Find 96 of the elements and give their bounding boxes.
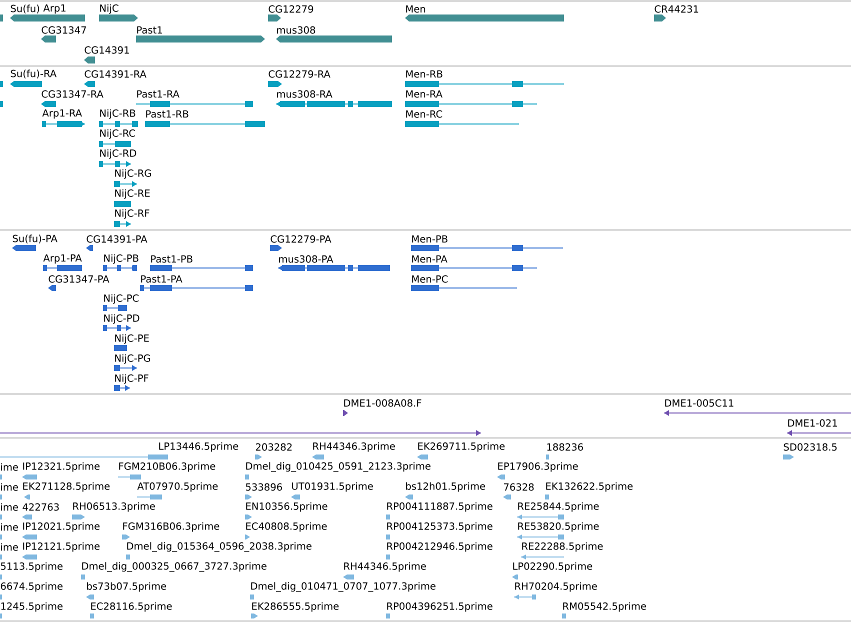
feature-label: bs73b07.5prime [87,582,166,592]
feature-label: mus308 [277,26,316,34]
feature-label: ime [1,543,18,551]
feature-label: EP17906.3prime [498,462,578,472]
feature-label: NijC-RG [115,169,151,179]
feature-label: Past1 [137,26,162,34]
feature-label: IP12321.5prime [23,462,100,472]
feature-label: SD02318.5 [784,443,837,451]
feature-label: ime [1,523,18,531]
feature-label: EC40808.5prime [246,522,327,532]
feature-label: IP12121.5prime [23,542,100,552]
feature-label: FGM210B06.3prime [119,462,216,472]
feature-label: Arp1-RA [42,109,82,119]
feature-label: 6674.5prime [0,582,62,592]
feature-label: NijC-RE [115,189,150,199]
feature-label: mus308-PA [279,255,334,263]
feature-label: LP13446.5prime [159,442,238,452]
feature-label: Men-PA [412,255,448,263]
feature-label: EC28116.5prime [91,602,172,612]
feature-label: DME1-008A08.F [344,399,422,407]
feature-label: Past1-RA [137,90,180,98]
feature-label: Arp1-PA [43,254,82,264]
feature-label: 5113.5prime [0,562,62,572]
feature-label: EK132622.5prime [546,482,633,492]
feature-label: DME1-021 [788,419,837,427]
feature-label: RH44346.5prime [344,562,426,572]
feature-label: NijC [100,4,118,14]
feature-label: NijC-PB [104,254,138,264]
feature-label: Arp1 [43,4,66,14]
feature-label: RH44346.3prime [313,442,395,452]
feature-label: 188236 [547,443,583,451]
feature-label: RP004396251.5prime [387,602,492,612]
feature-label: RH06513.3prime [73,502,155,512]
feature-label: NijC-PG [115,354,150,364]
feature-label: Men-PB [412,235,448,243]
feature-label: Dmel_dig_000325_0667_3727.3prime [82,562,266,572]
feature-label: Past1-RB [146,110,188,118]
feature-label: mus308-RA [277,90,332,98]
feature-label: Dmel_dig_010471_0707_1077.3prime [251,582,436,592]
feature-label: NijC-PE [115,334,149,344]
feature-label: ime [1,463,18,471]
feature-label: NijC-RD [100,149,136,159]
feature-label: CG14391 [84,46,129,54]
feature-label: ime [1,503,18,511]
feature-label: EK269711.5prime [418,442,505,452]
feature-label: ime [1,483,18,491]
feature-label: Men [406,5,426,13]
feature-label: RE53820.5prime [518,522,599,532]
feature-label: NijC-RB [100,109,136,119]
feature-label: NijC-PF [115,374,148,384]
feature-label: AT07970.5prime [137,482,218,492]
feature-label: RP004212946.5prime [387,542,492,552]
feature-label: Past1-PA [141,275,182,283]
feature-label: CG14391-PA [86,235,148,243]
feature-label: bs12h01.5prime [406,482,486,492]
feature-label: RM05542.5prime [563,602,646,612]
feature-label: CG14391-RA [84,70,146,78]
feature-label: LP02290.5prime [513,562,592,572]
feature-label: Su(fu)-RA [10,70,57,78]
feature-label: Men-RB [406,70,442,78]
feature-label: RP004125373.5prime [387,522,492,532]
feature-label: RH70204.5prime [515,582,597,592]
feature-label: FGM316B06.3prime [123,522,220,532]
feature-label: NijC-RC [100,129,135,139]
feature-label: Men-RC [406,110,442,118]
feature-label: CG12279-PA [270,235,332,243]
feature-label: Su(fu) [10,4,40,14]
feature-label: 533896 [246,483,282,491]
feature-label: Men-RA [406,90,442,98]
feature-label: NijC-PD [104,314,140,324]
feature-label: EK286555.5prime [252,602,339,612]
feature-label: CR44231 [654,5,698,13]
feature-label: EK271128.5prime [23,482,110,492]
feature-label: 203282 [256,443,292,451]
feature-label: Su(fu)-PA [12,234,58,244]
feature-label: 1245.5prime [1,602,62,612]
feature-label: DME1-005C11 [665,399,734,407]
feature-label: 422763 [22,503,59,511]
feature-label: RP004111887.5prime [387,502,492,512]
feature-label: CG31347 [42,26,86,34]
feature-label: CG31347-PA [48,275,110,283]
feature-label: NijC-PC [104,294,139,304]
feature-label: RE25844.5prime [518,502,599,512]
feature-label: RE22288.5prime [522,542,603,552]
feature-label: CG31347-RA [42,90,104,98]
feature-label: Past1-PB [151,255,192,263]
feature-label: 76328 [504,483,534,491]
feature-label: UT01931.5prime [292,482,373,492]
feature-label: IP12021.5prime [23,522,100,532]
feature-label: EN10356.5prime [246,502,328,512]
feature-label: NijC-RF [115,209,150,219]
feature-label: Dmel_dig_010425_0591_2123.3prime [246,462,430,472]
feature-label: Men-PC [412,275,448,283]
feature-label: CG12279 [268,5,314,13]
feature-label: CG12279-RA [268,70,330,78]
feature-label: Dmel_dig_015364_0596_2038.3prime [127,542,312,552]
